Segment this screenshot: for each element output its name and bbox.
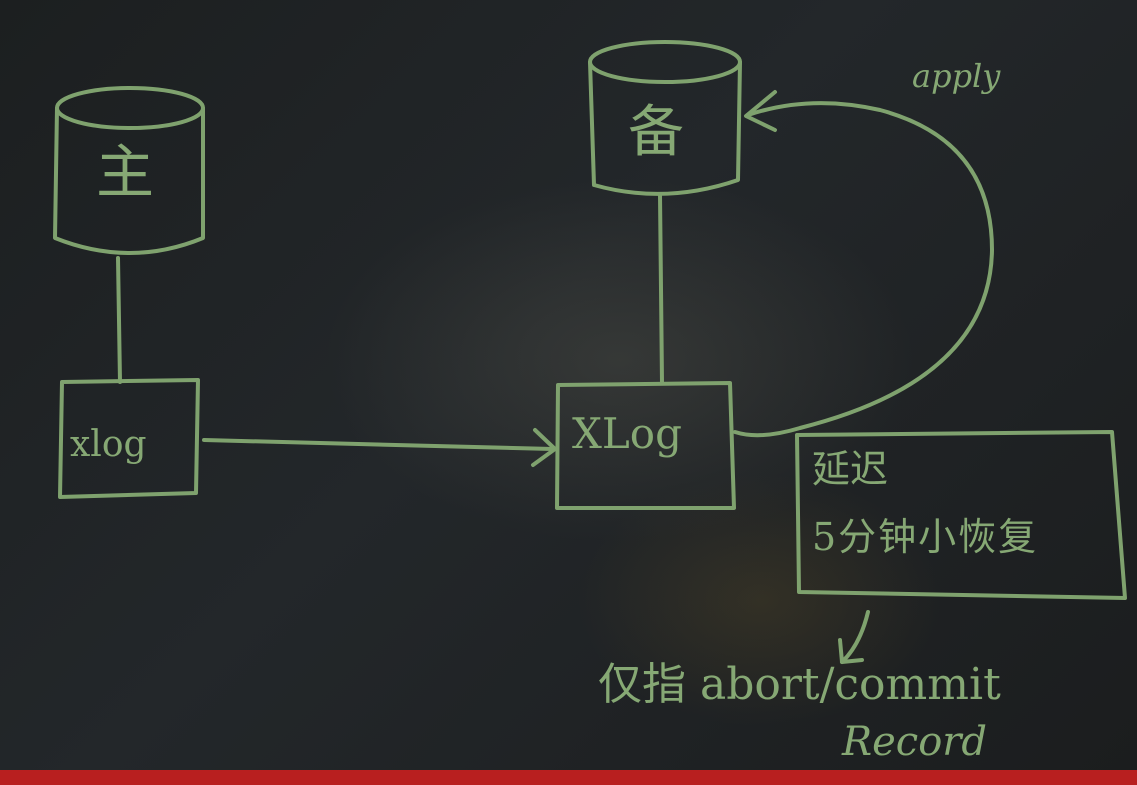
standby-xlog-label: XLog xyxy=(572,409,682,458)
standby-xlog-box xyxy=(555,381,736,510)
primary-db-cylinder xyxy=(53,86,205,255)
primary-db-label: 主 xyxy=(96,138,155,206)
delay-title: 延迟 xyxy=(812,447,889,491)
apply-loop-arrow xyxy=(733,90,994,438)
delay-detail: 5分钟小恢复 xyxy=(812,515,1039,559)
primary-db-connector xyxy=(116,256,122,384)
note-arrow xyxy=(838,610,870,664)
ship-arrow xyxy=(202,428,557,467)
standby-db-cylinder xyxy=(588,40,742,196)
note-line-1: 仅指 abort/commit xyxy=(598,659,1001,710)
delay-box xyxy=(795,430,1127,600)
primary-xlog-box xyxy=(58,378,200,499)
primary-xlog-label: xlog xyxy=(70,424,147,465)
apply-label: apply xyxy=(912,57,1001,95)
note-line-2: Record xyxy=(842,719,987,765)
standby-db-connector xyxy=(658,193,664,385)
board-frame-edge xyxy=(0,770,1137,785)
standby-db-label: 备 xyxy=(628,100,684,165)
